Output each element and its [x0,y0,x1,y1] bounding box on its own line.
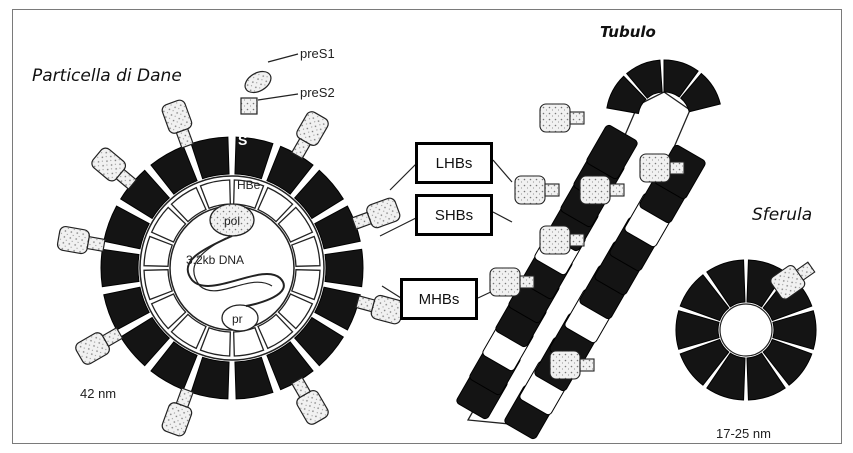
envelope-segment [235,357,273,399]
surface-spike [74,323,126,367]
hbe-label: HBe [237,178,260,192]
dna-label: 3.2kb DNA [186,253,244,267]
lhbs-leader-right [493,160,512,182]
preS1-leader [268,54,298,62]
envelope-segment [325,249,363,286]
s-protein-label: S [238,132,247,148]
surface-spike [161,99,199,150]
spherule-core [720,304,772,356]
sferula-size-label: 17-25 nm [716,426,771,441]
preS2-domain [241,98,257,114]
surface-spike [57,226,106,258]
dane-particle-title: Particella di Dane [32,66,182,86]
surface-spike [287,110,331,162]
pr-label: pr [232,312,243,326]
surface-spike [287,375,331,427]
envelope-segment [191,357,229,399]
dane-size-label: 42 nm [80,386,116,401]
preS1-label: preS1 [300,46,335,61]
tubule-spike [515,176,559,204]
envelope-segment [191,137,229,179]
lhbs-leader-left [390,164,416,190]
mhbs-box: MHBs [400,278,478,320]
shbs-leader-right [493,212,512,222]
envelope-segment [101,249,139,286]
tubule-spike [540,104,584,132]
preS2-label: preS2 [300,85,335,100]
shbs-box: SHBs [415,194,493,236]
preS2-leader [258,94,298,100]
tubulo-title: Tubulo [600,23,656,41]
surface-spike [161,386,199,437]
sferula-title: Sferula [752,205,812,225]
preS1-domain [241,67,274,97]
pol-label: pol [224,214,240,228]
lhbs-box: LHBs [415,142,493,184]
